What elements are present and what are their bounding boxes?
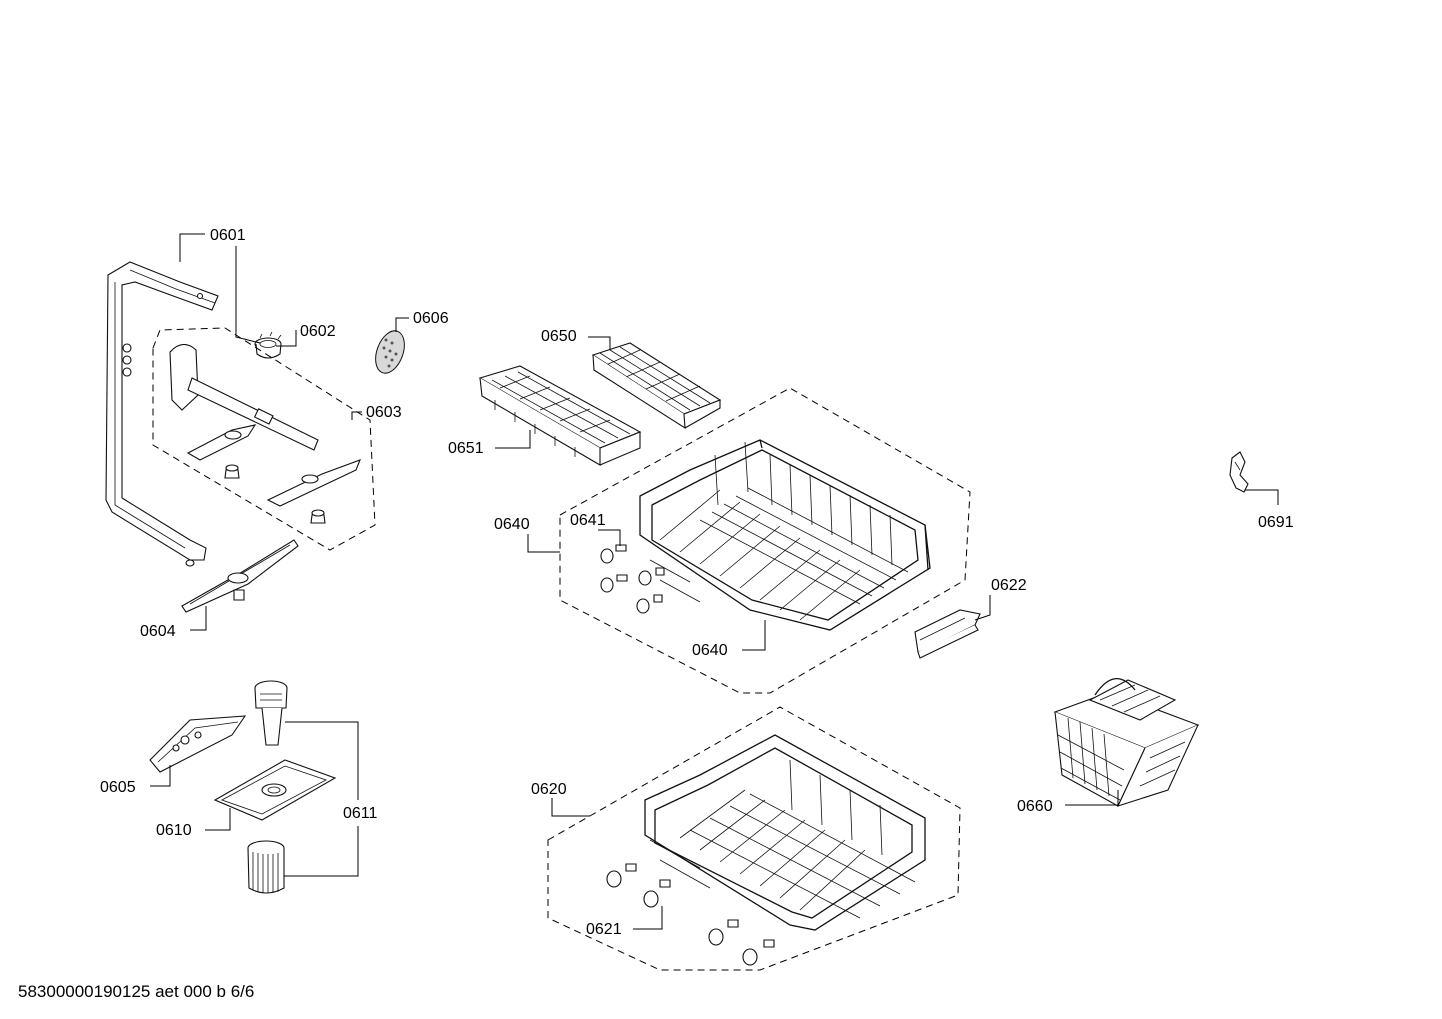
callout-0601: 0601 [210, 227, 246, 244]
cover-0605 [149, 715, 247, 773]
micro-filter-0611 [247, 840, 285, 894]
clip-ring-0602 [254, 331, 282, 359]
group-outline-0620 [547, 706, 961, 971]
filter-disk-0606 [375, 330, 405, 374]
filter-plate-0610 [213, 759, 337, 821]
tray-0622 [914, 609, 981, 659]
callout-0651: 0651 [448, 440, 484, 457]
lower-basket-0620 [644, 734, 926, 931]
callout-0605: 0605 [100, 779, 136, 796]
callout-0621: 0621 [586, 921, 622, 938]
callout-0640-left: 0640 [494, 516, 530, 533]
callout-0603: 0603 [366, 404, 402, 421]
clip-0691 [1229, 451, 1249, 493]
upper-spray-arm-assembly-0603 [169, 343, 361, 524]
callout-0650: 0650 [541, 328, 577, 345]
callout-0640-inner: 0640 [692, 642, 728, 659]
cutlery-basket-0660 [1053, 678, 1200, 807]
upper-basket-0640 [639, 439, 931, 631]
callout-0622: 0622 [991, 577, 1027, 594]
document-id-footer: 58300000190125 aet 000 b 6/6 [18, 982, 254, 1001]
callout-0610: 0610 [156, 822, 192, 839]
callout-0604: 0604 [140, 623, 176, 640]
callout-0660: 0660 [1017, 798, 1053, 815]
callout-0602: 0602 [300, 323, 336, 340]
cutlery-tray-0650 [591, 342, 722, 430]
callout-0691: 0691 [1258, 514, 1294, 531]
lower-spray-arm-0604 [181, 539, 299, 613]
group-outline-0603 [152, 327, 376, 551]
supply-pipe-0601 [105, 261, 219, 567]
cutlery-tray-0651 [478, 365, 642, 466]
callout-0620: 0620 [531, 781, 567, 798]
filter-insert-0611 [254, 680, 288, 746]
callout-0606: 0606 [413, 310, 449, 327]
basket-rollers-0621 [606, 863, 775, 966]
callout-0611: 0611 [343, 805, 378, 822]
leader-lines [150, 233, 1279, 930]
callout-0641: 0641 [570, 512, 606, 529]
basket-rollers-0641 [600, 544, 665, 614]
